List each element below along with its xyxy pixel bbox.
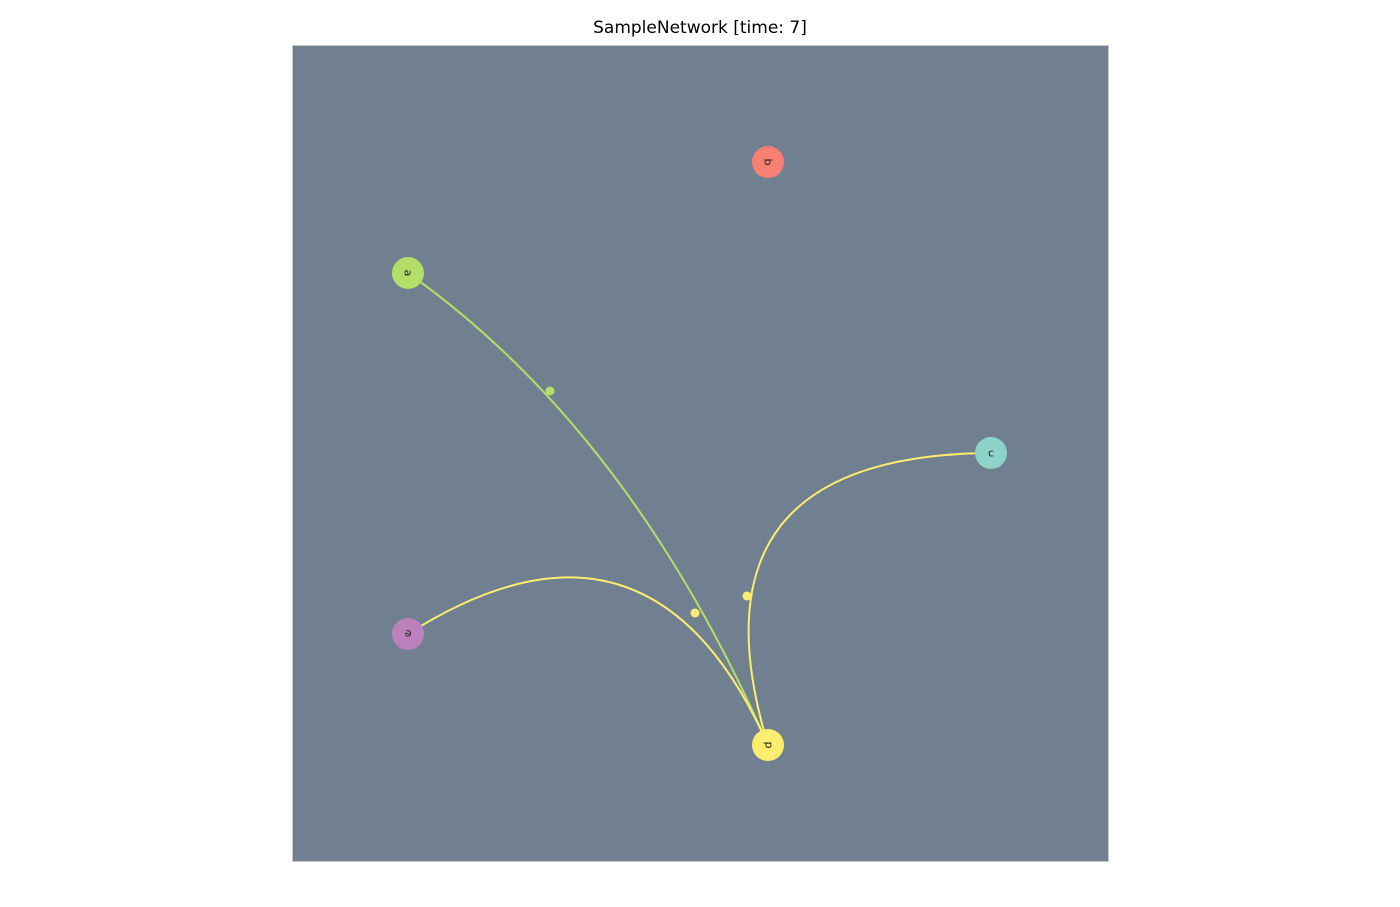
node-label-a: a xyxy=(402,270,415,277)
node-label-b: b xyxy=(762,159,775,166)
node-c[interactable]: c xyxy=(975,437,1007,469)
edge-marker-d-c xyxy=(742,591,752,601)
edge-marker-a-d xyxy=(545,386,555,396)
node-circle-d xyxy=(752,729,784,761)
edge-d-e xyxy=(407,576,769,746)
node-a[interactable]: a xyxy=(392,257,424,289)
node-circle-e xyxy=(392,618,424,650)
node-e[interactable]: e xyxy=(392,618,424,650)
node-circle-b xyxy=(752,146,784,178)
nodes-layer: a b c d e xyxy=(392,146,1007,761)
node-label-d: d xyxy=(762,742,775,749)
edges-layer xyxy=(407,272,992,746)
node-circle-c xyxy=(975,437,1007,469)
edge-a-d xyxy=(407,272,769,746)
node-d[interactable]: d xyxy=(752,729,784,761)
figure-title: SampleNetwork [time: 7] xyxy=(593,18,807,38)
edge-d-c xyxy=(747,452,992,746)
node-label-c: c xyxy=(988,447,994,460)
node-label-e: e xyxy=(402,627,413,642)
node-circle-a xyxy=(392,257,424,289)
edge-marker-d-e xyxy=(690,608,700,618)
node-b[interactable]: b xyxy=(752,146,784,178)
